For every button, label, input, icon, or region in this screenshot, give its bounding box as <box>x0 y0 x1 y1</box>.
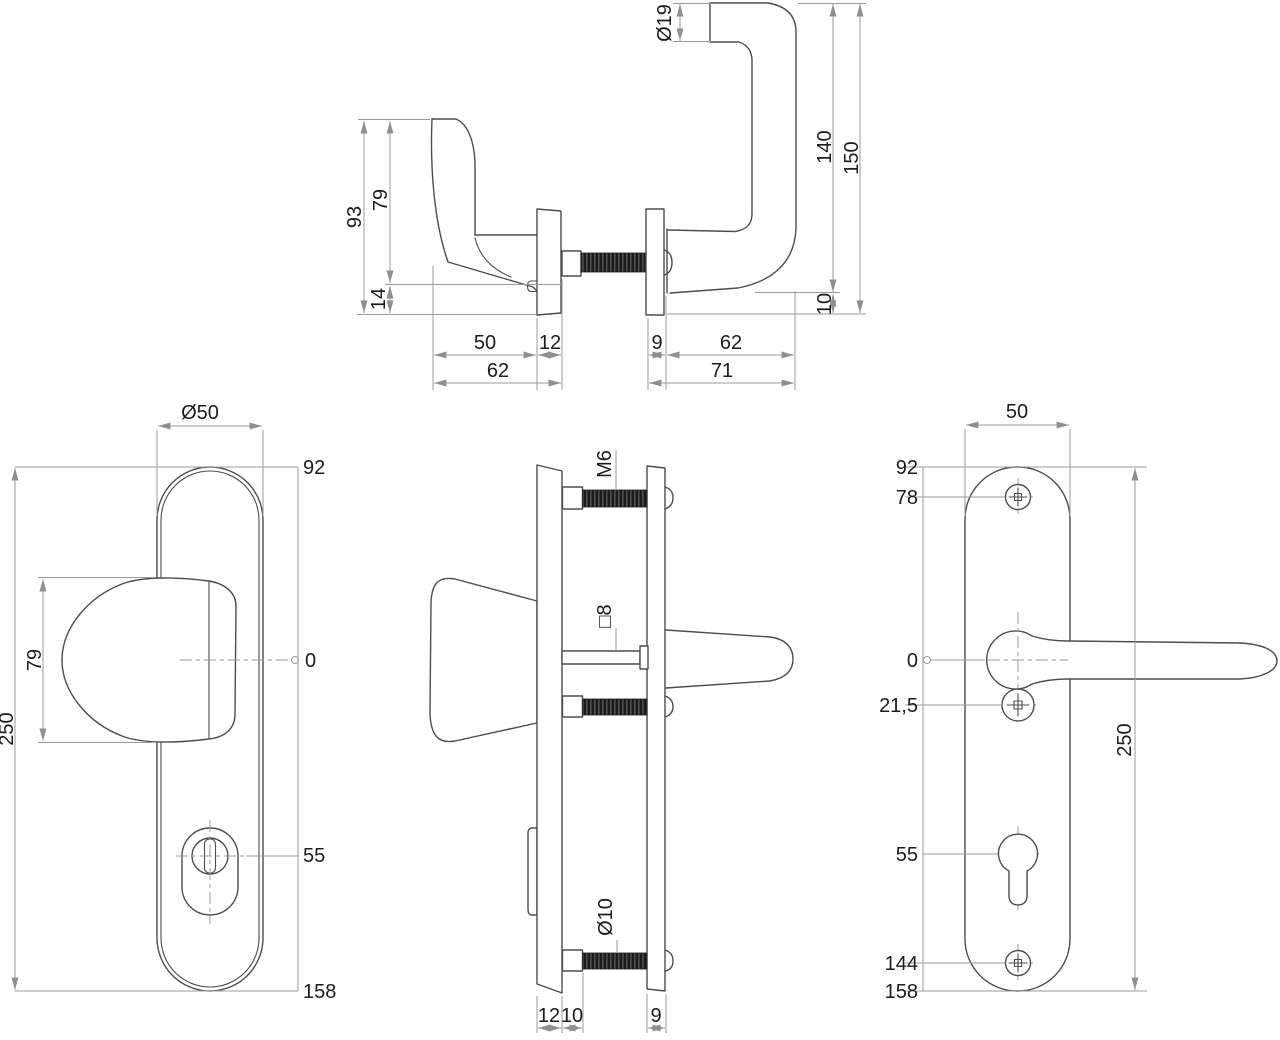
ref-label-158: 158 <box>303 981 336 1003</box>
dim-label-diameter10: Ø10 <box>595 898 617 936</box>
knob-side-profile <box>429 577 538 743</box>
cylinder-protector-side <box>527 827 538 916</box>
fixing-screw-top <box>1004 478 1033 516</box>
dim-label-12: 12 <box>539 332 561 354</box>
section-view-dimensions: M6 □8 Ø10 12 10 9 <box>536 450 667 1033</box>
ref-label-int-92: 92 <box>896 457 918 479</box>
dim-label-sec-10: 10 <box>561 1005 583 1027</box>
dim-label-79: 79 <box>370 189 392 211</box>
ref-label-int-144: 144 <box>885 953 918 975</box>
cylinder-protector-rosette <box>176 820 246 924</box>
dim-label-140: 140 <box>814 130 836 163</box>
side-elevation-view: Ø19 93 79 14 140 150 10 <box>344 2 866 390</box>
dim-label-sec-9: 9 <box>650 1005 661 1027</box>
dim-label-150: 150 <box>841 141 863 174</box>
exterior-plate-section <box>536 464 563 994</box>
dim-label-square8: □8 <box>594 604 616 627</box>
ref-label-int-0: 0 <box>907 650 918 672</box>
interior-plate-section <box>646 465 666 992</box>
knob-rose-profile <box>536 208 562 316</box>
fixing-screw-bottom <box>1004 944 1033 982</box>
dim-label-plate-width: 50 <box>1006 401 1028 423</box>
fixing-screw-middle <box>1001 612 1036 724</box>
dim-label-10: 10 <box>814 293 836 315</box>
interior-plate-outline <box>964 466 1071 992</box>
ref-label-92: 92 <box>303 457 325 479</box>
ref-label-0: 0 <box>305 650 316 672</box>
euro-cylinder-hole <box>995 826 1042 913</box>
dim-label-lever-diameter: Ø19 <box>654 4 676 42</box>
dim-label-14: 14 <box>368 288 390 310</box>
dim-label-93: 93 <box>344 206 366 228</box>
side-view-dimensions: Ø19 93 79 14 140 150 10 <box>344 3 866 390</box>
dim-label-50: 50 <box>474 332 496 354</box>
dim-label-250: 250 <box>0 712 18 745</box>
dim-label-knob-79: 79 <box>24 649 46 671</box>
lever-stub-profile <box>665 629 794 689</box>
dim-label-plate-diameter: Ø50 <box>181 402 219 424</box>
lever-rose-profile <box>645 208 665 316</box>
square-spindle <box>561 645 649 670</box>
exterior-view-dimensions: Ø50 250 79 92 0 55 158 <box>0 402 336 1003</box>
dim-label-9: 9 <box>651 332 662 354</box>
knob-profile <box>430 118 538 293</box>
dim-label-62-right: 62 <box>720 332 742 354</box>
ref-label-55: 55 <box>303 845 325 867</box>
ref-label-int-78: 78 <box>896 487 918 509</box>
interior-plate-view: 50 250 92 78 0 21,5 55 144 158 <box>879 401 1278 1003</box>
security-knob <box>61 577 237 743</box>
dim-label-71: 71 <box>711 360 733 382</box>
fixing-bolt-middle <box>561 695 674 718</box>
rose-screw-head <box>663 249 673 276</box>
spindle-assembly <box>561 250 647 277</box>
dim-label-m6: M6 <box>594 450 616 478</box>
dim-label-sec-12: 12 <box>538 1005 560 1027</box>
fixing-bolt-bottom <box>561 949 674 972</box>
ref-label-int-55: 55 <box>896 844 918 866</box>
dim-label-int-250: 250 <box>1114 723 1136 756</box>
fixing-bolt-top <box>561 486 674 510</box>
ref-label-int-21-5: 21,5 <box>879 695 918 717</box>
dim-label-62-left: 62 <box>487 360 509 382</box>
exterior-plate-view: Ø50 250 79 92 0 55 158 <box>0 402 336 1003</box>
section-view: M6 □8 Ø10 12 10 9 <box>429 450 794 1033</box>
interior-view-dimensions: 50 250 92 78 0 21,5 55 144 158 <box>879 401 1147 1003</box>
lever-profile <box>666 2 797 294</box>
ref-label-int-158: 158 <box>885 981 918 1003</box>
